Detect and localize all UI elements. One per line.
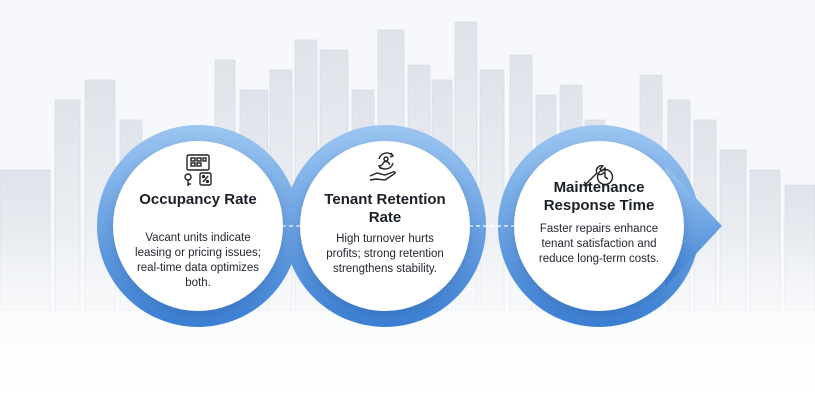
step-description: Faster repairs enhance tenant satisfacti…	[538, 223, 660, 265]
step-description: Vacant units indicate leasing or pricing…	[135, 232, 261, 289]
step-card-maintenance-response-time: Maintenance Response Time Faster repairs…	[514, 141, 684, 311]
wrench-clock-icon	[514, 157, 684, 189]
clipboard-building-percent-icon	[113, 153, 283, 187]
flow-arrow-head	[665, 165, 722, 287]
hand-people-cycle-icon	[300, 149, 470, 183]
step-description: High turnover hurts profits; strong rete…	[326, 233, 444, 275]
step-card-tenant-retention-rate: Tenant Retention Rate High turnover hurt…	[300, 141, 470, 311]
step-title: Maintenance Response Time	[543, 179, 655, 214]
step-title: Tenant Retention Rate	[324, 191, 446, 226]
step-card-occupancy-rate: Occupancy Rate Vacant units indicate lea…	[113, 141, 283, 311]
step-title: Occupancy Rate	[139, 191, 257, 208]
